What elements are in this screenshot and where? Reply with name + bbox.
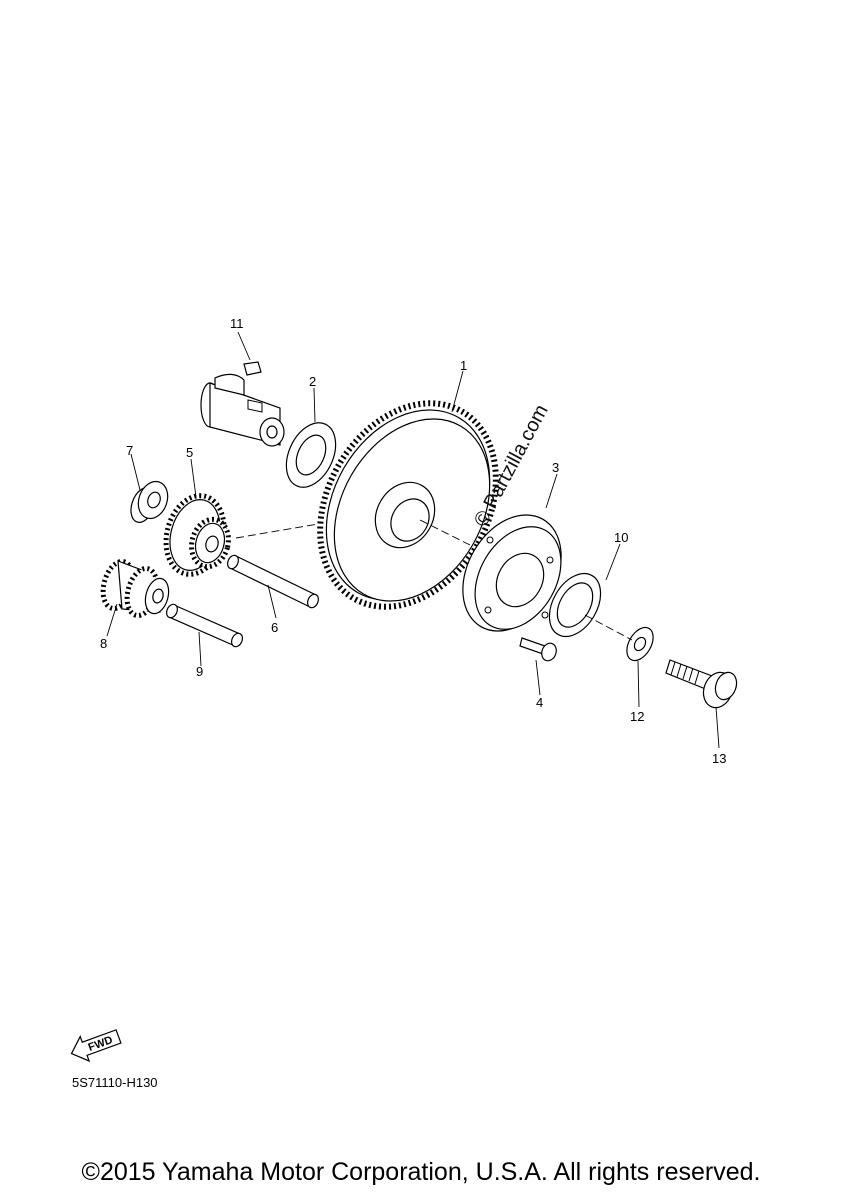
alignment-lines	[235, 519, 633, 641]
part-5-gear	[163, 493, 231, 577]
part-2-washer	[285, 422, 337, 488]
part-11-key	[243, 361, 262, 376]
leader-lines	[106, 331, 720, 749]
part-7-bearing	[130, 480, 169, 523]
part-1-large-gear	[317, 400, 499, 610]
part-13-bolt	[665, 659, 738, 709]
callout-5: 5	[186, 445, 193, 460]
part-8-gear	[100, 559, 170, 618]
callout-9: 9	[196, 664, 203, 679]
callout-3: 3	[552, 460, 559, 475]
part-3-one-way-clutch	[462, 514, 562, 632]
callout-2: 2	[309, 374, 316, 389]
part-4-screw	[519, 637, 557, 662]
callout-7: 7	[126, 443, 133, 458]
callout-11: 11	[230, 316, 244, 331]
callout-13: 13	[712, 751, 726, 766]
copyright-notice: ©2015 Yamaha Motor Corporation, U.S.A. A…	[81, 1158, 761, 1186]
part-10-washer	[548, 572, 602, 638]
callout-1: 1	[460, 358, 467, 373]
diagram-code: 5S71110-H130	[72, 1075, 158, 1090]
part-6-shaft	[226, 554, 320, 609]
fwd-arrow-icon: FWD	[70, 1029, 122, 1063]
part-12-washer	[626, 626, 654, 662]
callout-6: 6	[271, 620, 278, 635]
callout-12: 12	[630, 709, 644, 724]
shaft	[200, 373, 285, 447]
callout-8: 8	[100, 636, 107, 651]
callout-10: 10	[614, 530, 628, 545]
part-9-shaft	[165, 603, 244, 648]
callout-4: 4	[536, 695, 543, 710]
